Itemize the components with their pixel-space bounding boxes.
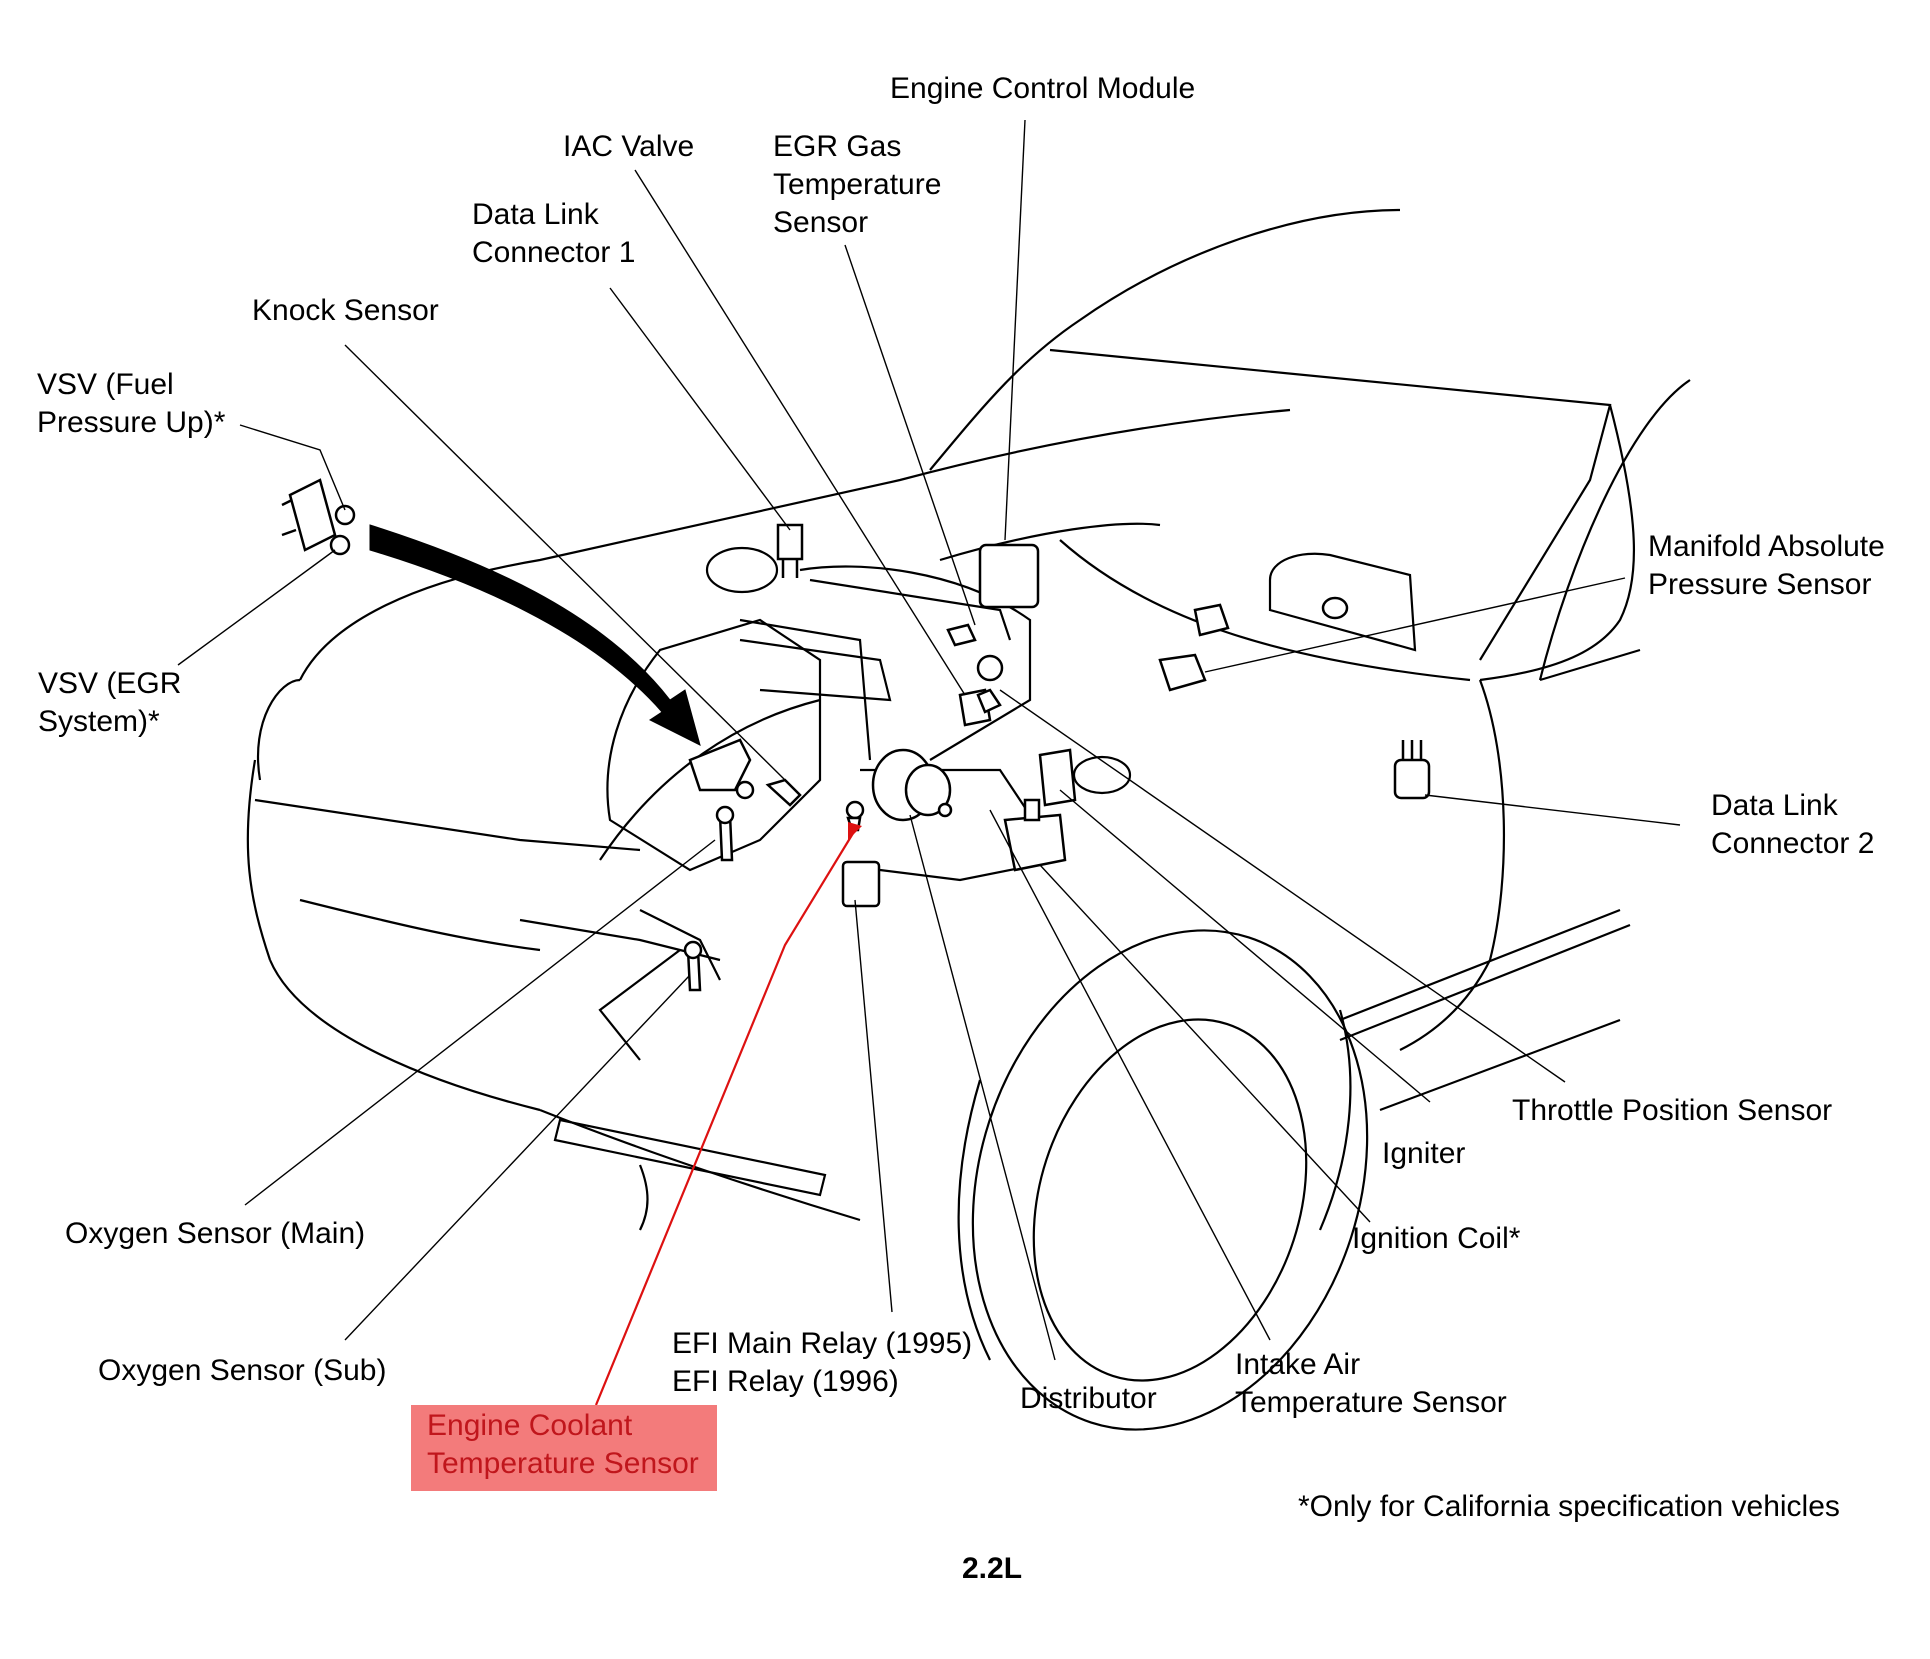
oxygen-sensor-main-part [715,805,735,862]
label-manifold-absolute-pressure-sensor: Manifold Absolute Pressure Sensor [1648,528,1885,604]
efi-main-relay-part [841,860,881,908]
label-throttle-position-sensor: Throttle Position Sensor [1512,1094,1833,1127]
label-igniter: Igniter [1382,1137,1466,1170]
label-distributor: Distributor [1020,1382,1157,1415]
label-egr-gas-temperature-sensor-line3: Sensor [773,206,869,239]
label-intake-air-temperature-sensor-line1: Intake Air [1235,1348,1361,1381]
label-vsv-fuel-pressure-up-line2: Pressure Up)* [37,406,226,439]
leader-lines [177,119,1681,1406]
label-efi-main-relay-line2: EFI Relay (1996) [672,1365,899,1398]
label-data-link-connector-2-line2: Connector 2 [1711,827,1875,860]
label-manifold-absolute-pressure-sensor-line2: Pressure Sensor [1648,568,1872,601]
label-vsv-fuel-pressure-up: VSV (Fuel Pressure Up)* [37,366,225,442]
egr-gas-temperature-sensor-part [946,623,1004,682]
label-oxygen-sensor-sub: Oxygen Sensor (Sub) [98,1354,387,1387]
label-engine-coolant-temperature-sensor-line1: Engine Coolant [427,1409,633,1442]
car-body-outline [246,208,1691,1431]
ignition-coil-part [1003,798,1067,872]
label-vsv-egr-system-line2: System)* [38,705,160,738]
label-intake-air-temperature-sensor: Intake Air Temperature Sensor [1235,1346,1507,1422]
egr-vsv-bracket-part [688,738,755,800]
label-egr-gas-temperature-sensor-line2: Temperature [773,168,942,201]
footnote: *Only for California specification vehic… [1298,1490,1840,1523]
label-oxygen-sensor-main: Oxygen Sensor (Main) [65,1217,366,1250]
label-egr-gas-temperature-sensor: EGR Gas Temperature Sensor [773,128,941,242]
label-efi-main-relay: EFI Main Relay (1995) EFI Relay (1996) [672,1325,972,1401]
label-data-link-connector-1: Data Link Connector 1 [472,196,635,272]
label-vsv-fuel-pressure-up-line1: VSV (Fuel [37,368,174,401]
label-engine-coolant-temperature-sensor: Engine Coolant Temperature Sensor [411,1405,717,1491]
data-link-connector-1-part [776,523,804,578]
oxygen-sensor-sub-part [683,940,703,992]
knock-sensor-part [765,778,802,807]
diagram-caption: 2.2L [962,1552,1023,1585]
distributor-part [871,748,953,822]
throttle-position-sensor-part [976,688,1002,714]
label-ignition-coil: Ignition Coil* [1352,1222,1521,1255]
engine-control-module-part [978,543,1040,609]
label-vsv-egr-system: VSV (EGR System)* [38,665,181,741]
label-data-link-connector-1-line1: Data Link [472,198,599,231]
label-efi-main-relay-line1: EFI Main Relay (1995) [672,1327,973,1360]
label-data-link-connector-1-line2: Connector 1 [472,236,636,269]
igniter-part [1038,748,1077,807]
map-sensor-part [1158,596,1349,692]
black-arrow [369,524,701,746]
label-iac-valve: IAC Valve [563,130,695,163]
label-knock-sensor: Knock Sensor [252,294,439,327]
label-engine-control-module: Engine Control Module [890,72,1196,105]
label-data-link-connector-2: Data Link Connector 2 [1711,787,1874,863]
vsv-fuel-pressure-up-part [281,478,356,556]
label-egr-gas-temperature-sensor-line1: EGR Gas [773,130,902,163]
label-engine-coolant-temperature-sensor-line2: Temperature Sensor [427,1447,699,1480]
label-intake-air-temperature-sensor-line2: Temperature Sensor [1235,1386,1507,1419]
label-manifold-absolute-pressure-sensor-line1: Manifold Absolute [1648,530,1885,563]
data-link-connector-2-part [1393,740,1431,800]
label-vsv-egr-system-line1: VSV (EGR [38,667,182,700]
label-data-link-connector-2-line1: Data Link [1711,789,1838,822]
